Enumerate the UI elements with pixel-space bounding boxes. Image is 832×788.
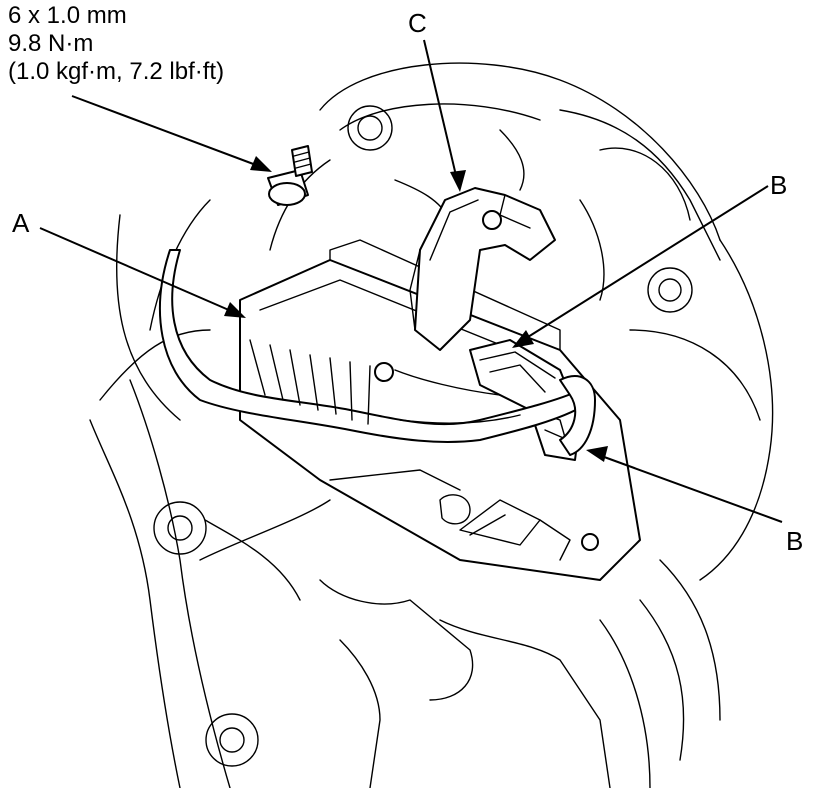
callout-b-lower-leader-arrowhead: [586, 446, 608, 462]
wire-harness: [115, 214, 596, 456]
clamp-bracket-c: [409, 187, 556, 351]
leader-lines: [39, 39, 783, 523]
bolt-leader-line: [71, 95, 265, 169]
callout-b-lower-leader-line: [595, 453, 783, 523]
callout-c-label: C: [408, 8, 427, 38]
callout-b-upper-leader-line: [519, 185, 769, 343]
callout-c-leader-line: [423, 39, 459, 185]
callout-c-leader-arrowhead: [450, 170, 466, 192]
callout-a-leader-line: [39, 227, 239, 315]
engine-background-outline: [89, 62, 774, 788]
callout-a-label: A: [12, 208, 30, 238]
torque-conversion-label: (1.0 kgf·m, 7.2 lbf·ft): [8, 58, 225, 85]
callout-b-upper-leader-arrowhead: [512, 330, 534, 348]
mounting-bracket: [199, 239, 641, 581]
callout-b-lower-label: B: [786, 526, 804, 556]
bolt: [267, 145, 313, 206]
bolt-leader-arrowhead: [250, 156, 272, 172]
bolt-torque-spec: 6 x 1.0 mm 9.8 N·m (1.0 kgf·m, 7.2 lbf·f…: [8, 2, 224, 86]
callout-a-leader-arrowhead: [224, 302, 246, 318]
callout-b-upper-label: B: [770, 170, 788, 200]
bolt-size-label: 6 x 1.0 mm: [8, 2, 127, 29]
torque-nm-label: 9.8 N·m: [8, 30, 94, 57]
